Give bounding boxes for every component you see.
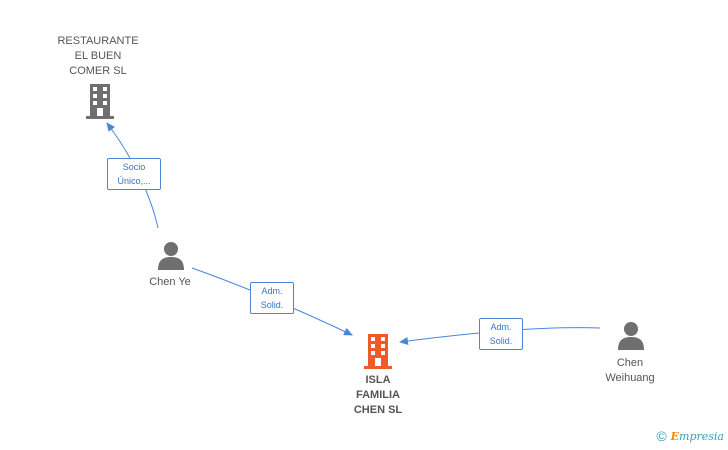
edge-socio-line-2: Único,... <box>117 176 151 186</box>
node-restaurante-line-2: EL BUEN <box>74 50 122 62</box>
footer-brand[interactable]: © Empresia <box>656 428 724 444</box>
node-chen-weihuang-line-1: Chen <box>616 357 644 369</box>
edge-adm1-line-1: Adm. <box>261 286 283 296</box>
node-restaurante-line-3: COMER SL <box>69 65 127 77</box>
edge-adm2-line-2: Solid. <box>489 336 513 346</box>
node-restaurante-line-1: RESTAURANTE <box>57 35 139 47</box>
building-icon[interactable] <box>84 84 116 120</box>
edge-adm2-label[interactable]: Adm. Solid. <box>479 318 523 350</box>
edge-socio-line-1: Socio <box>122 162 146 172</box>
node-isla-line-2: FAMILIA <box>356 389 400 401</box>
copyright-icon: © <box>656 428 667 444</box>
node-chen-ye-label[interactable]: Chen Ye <box>130 275 210 290</box>
person-icon[interactable] <box>157 240 185 270</box>
node-isla-label[interactable]: ISLA FAMILIA CHEN SL <box>328 373 428 418</box>
person-icon[interactable] <box>617 320 645 350</box>
node-isla-line-3: CHEN SL <box>353 404 403 416</box>
edge-socio-label[interactable]: Socio Único,... <box>107 158 161 190</box>
edge-adm2-line-1: Adm. <box>490 322 512 332</box>
brand-initial: E <box>670 429 680 443</box>
node-chen-weihuang-label[interactable]: Chen Weihuang <box>590 356 670 386</box>
empresia-logo: Empresia <box>671 430 724 443</box>
brand-rest: mpresia <box>679 429 724 443</box>
node-restaurante-label[interactable]: RESTAURANTE EL BUEN COMER SL <box>48 34 148 79</box>
edge-adm1-label[interactable]: Adm. Solid. <box>250 282 294 314</box>
node-isla-line-1: ISLA <box>365 374 391 386</box>
node-chen-weihuang-line-2: Weihuang <box>605 372 655 384</box>
node-chen-ye-name: Chen Ye <box>149 276 191 288</box>
building-icon-main[interactable] <box>362 334 394 370</box>
edge-adm1-line-2: Solid. <box>260 300 284 310</box>
